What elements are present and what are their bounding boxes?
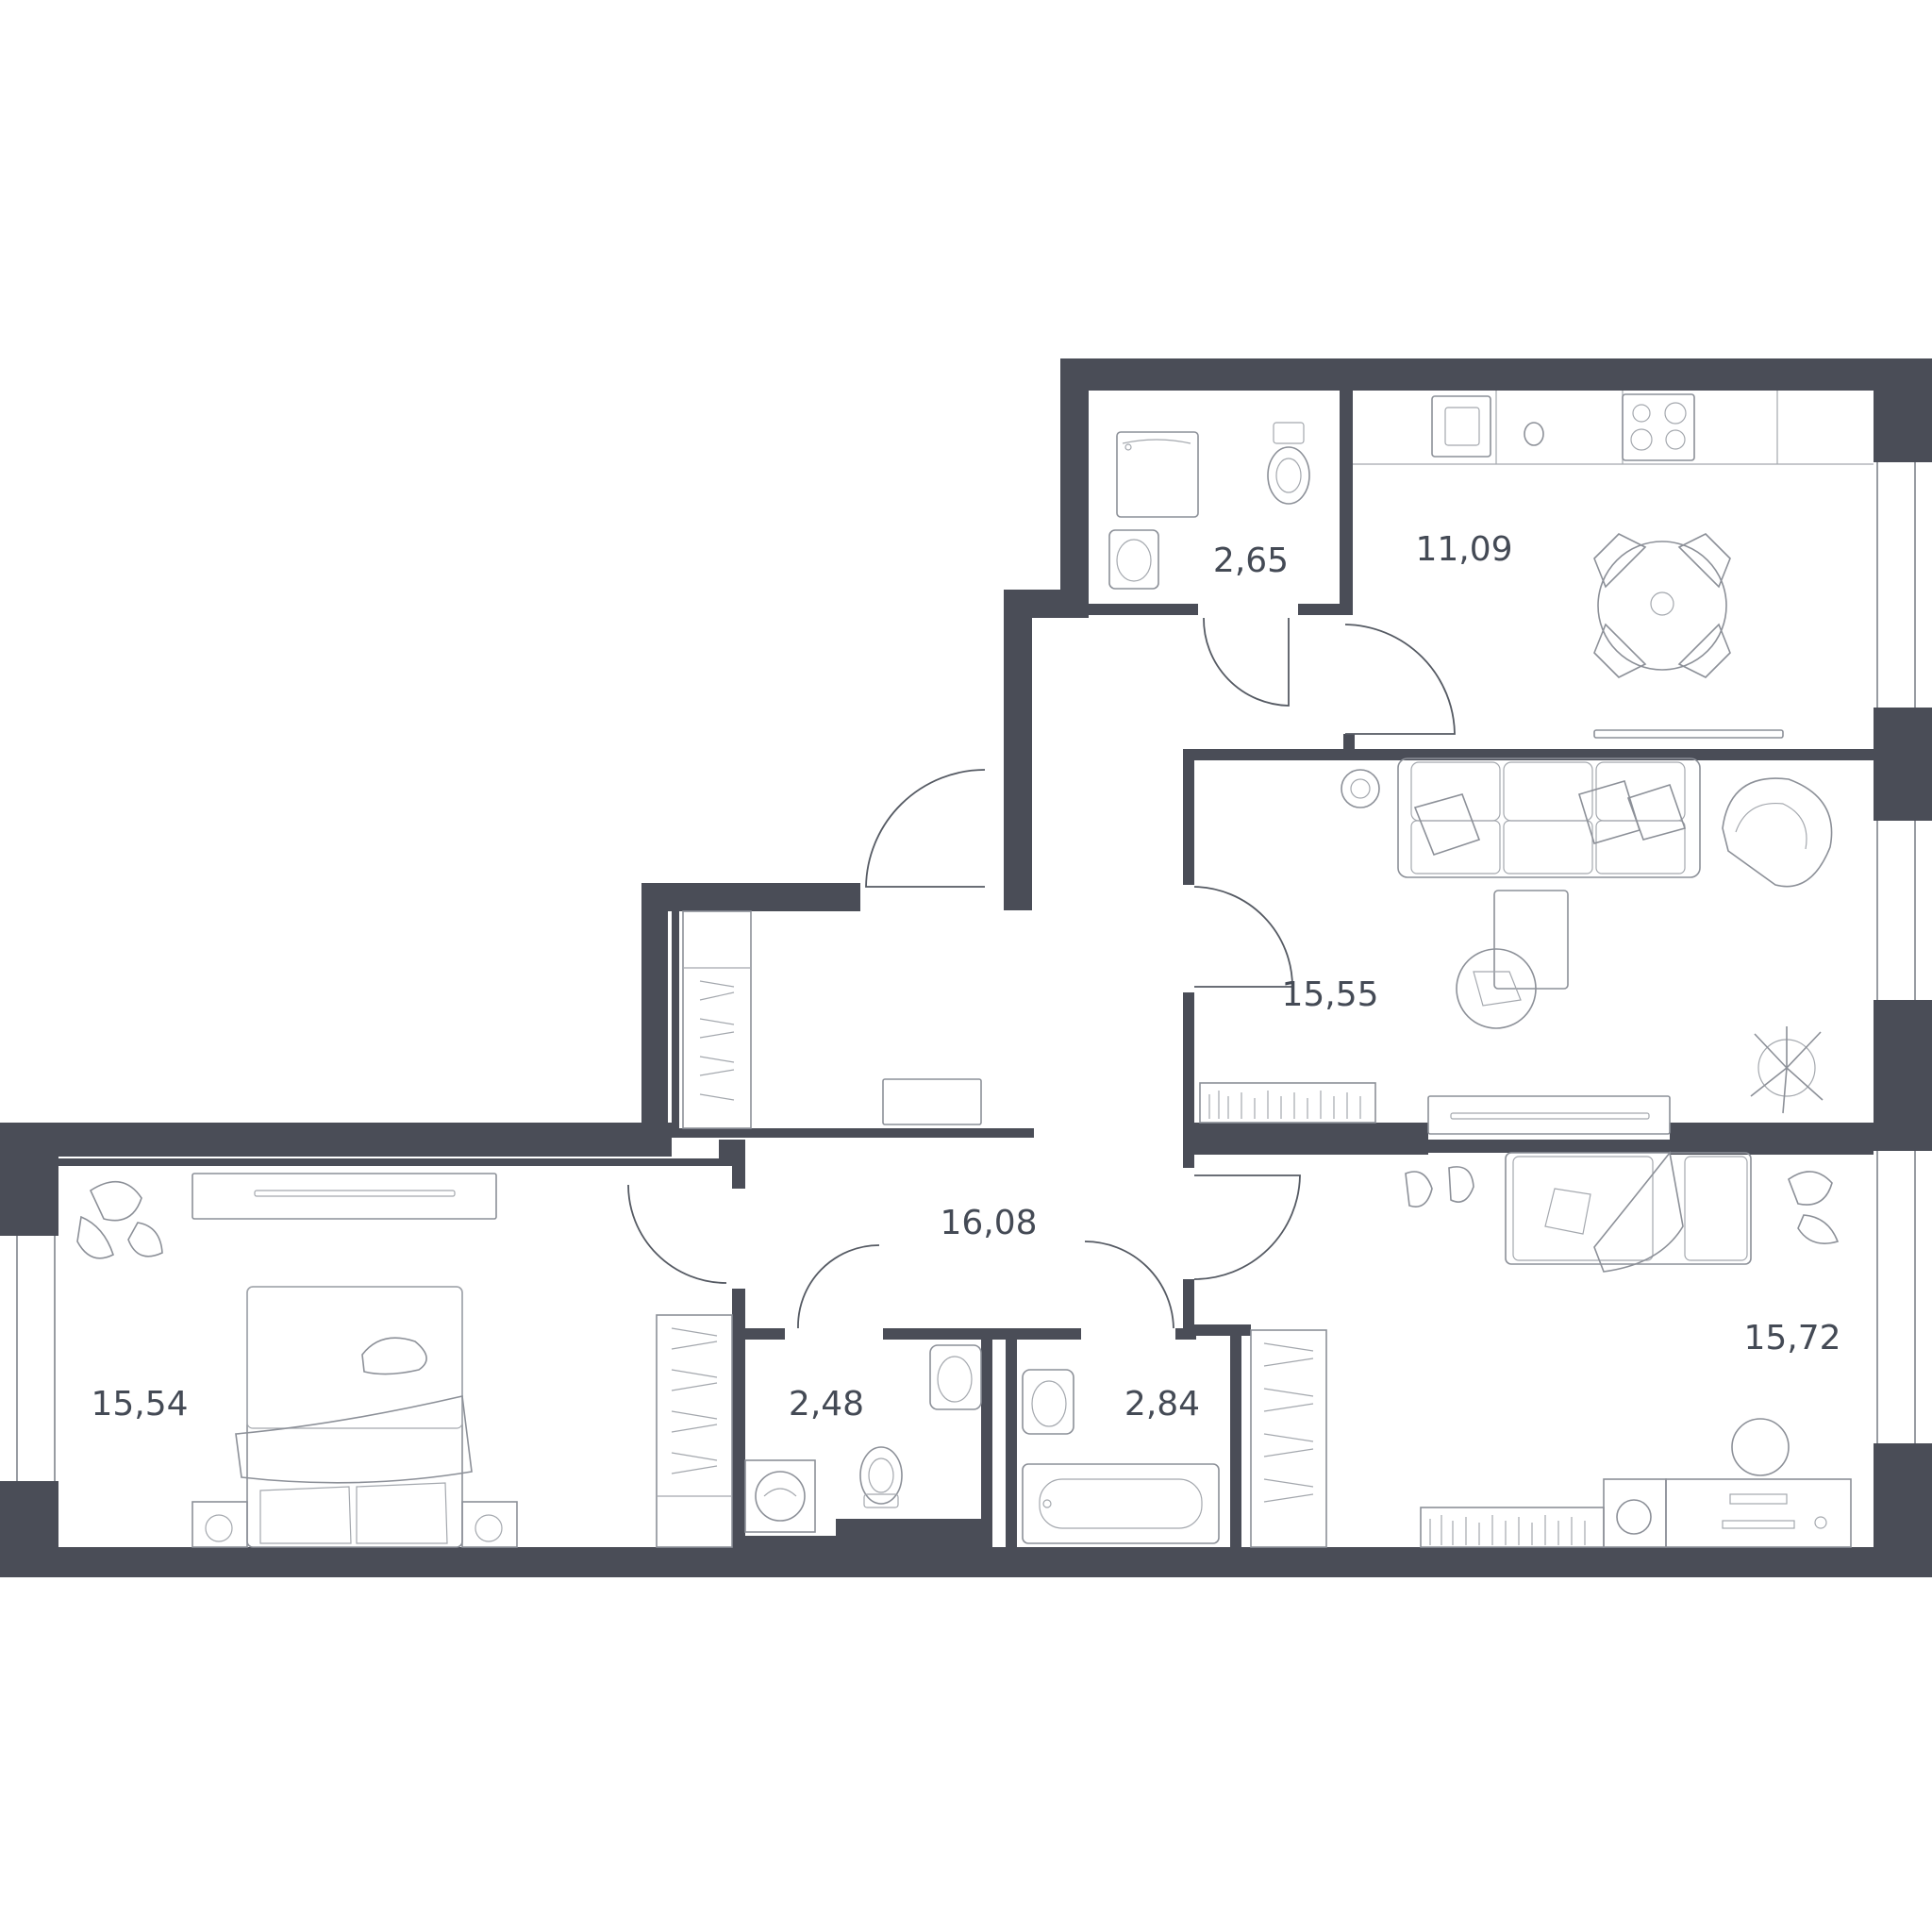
bathtub-icon	[1022, 1463, 1220, 1544]
desk-icon	[1665, 1418, 1852, 1548]
walls	[0, 358, 1932, 1577]
toy-box-icon	[1603, 1478, 1667, 1548]
bookshelf	[1199, 1082, 1376, 1124]
toilet-icon	[1267, 422, 1310, 505]
dining-table-icon	[1593, 533, 1731, 678]
bookshelf	[1420, 1507, 1605, 1548]
bed-icon	[235, 1286, 473, 1548]
windows	[16, 462, 1916, 1481]
bench-icon	[882, 1078, 982, 1125]
coffee-table-icon	[1456, 890, 1569, 1029]
area-labels: 2,65 11,09 15,55 16,08 15,54 2,48 2,84 1…	[91, 530, 1840, 1424]
sink-icon	[1022, 1369, 1074, 1435]
shower-icon	[1116, 431, 1199, 518]
plant-icon	[1750, 1026, 1824, 1114]
stove-icon	[1622, 393, 1695, 461]
toilet-icon	[859, 1446, 903, 1508]
plant-icon	[1788, 1171, 1840, 1244]
slippers-icon	[1405, 1166, 1474, 1208]
nightstand-icon	[192, 1501, 518, 1548]
washing-machine-icon	[744, 1459, 816, 1533]
area-label-kitchen: 11,09	[1415, 530, 1512, 569]
area-label-living-room: 15,55	[1281, 975, 1378, 1014]
area-label-bedroom-left: 15,54	[91, 1385, 188, 1424]
wardrobe-icon	[1250, 1329, 1327, 1548]
tv-icon	[1593, 729, 1784, 739]
kitchen-counter	[1353, 391, 1874, 465]
wardrobe-icon	[682, 910, 752, 1129]
sink-icon	[929, 1344, 982, 1410]
plant-icon	[76, 1180, 163, 1259]
sofa-icon	[1397, 758, 1701, 878]
armchair-icon	[1722, 777, 1833, 888]
area-label-hallway: 16,08	[940, 1204, 1037, 1242]
doors	[627, 617, 1456, 1329]
area-label-wc: 2,48	[789, 1385, 864, 1424]
dishwasher-icon	[1524, 422, 1544, 446]
sink-icon	[1108, 529, 1159, 590]
area-label-bathroom-top: 2,65	[1213, 541, 1289, 580]
floor-lamp-icon	[1341, 769, 1380, 808]
area-label-bathroom-bottom: 2,84	[1124, 1385, 1200, 1424]
bed-icon	[1505, 1151, 1752, 1273]
tv-icon	[192, 1173, 497, 1220]
tv-icon	[1427, 1095, 1671, 1135]
area-label-bedroom-right: 15,72	[1743, 1319, 1840, 1357]
sink-icon	[1431, 395, 1491, 458]
wardrobe-icon	[656, 1314, 733, 1548]
